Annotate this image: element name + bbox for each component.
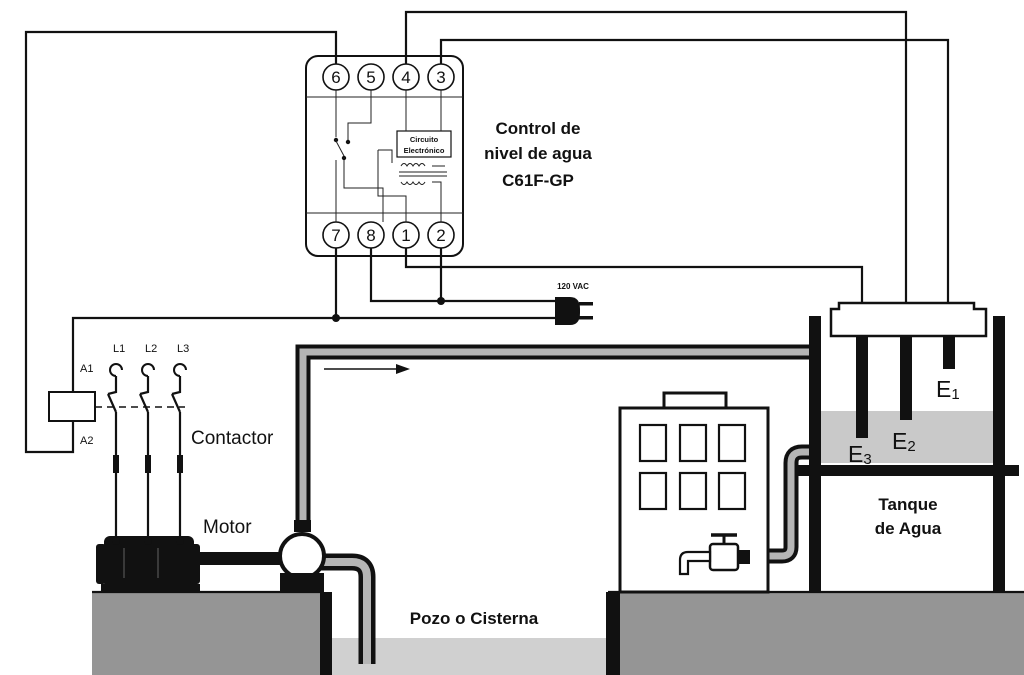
contactor: A1 A2 L1 L2 L3 Contactor xyxy=(48,343,274,548)
wiring xyxy=(24,10,950,454)
svg-text:7: 7 xyxy=(331,226,340,245)
electronic-circuit: Circuito Electrónico xyxy=(377,90,452,222)
wire-3-to-e1 xyxy=(439,38,950,305)
wire-7-to-supply xyxy=(334,248,560,320)
level-controller: 6 5 4 3 7 8 1 2 xyxy=(305,55,464,257)
well-wall-right xyxy=(606,592,620,675)
flow-arrow-icon xyxy=(324,364,410,374)
ground: Pozo o Cisterna xyxy=(92,590,1024,675)
faucet-valve-icon xyxy=(678,533,750,576)
terminal-5[interactable]: 5 xyxy=(357,63,385,91)
terminal-1[interactable]: 1 xyxy=(392,221,420,249)
wire-4-to-e2 xyxy=(404,10,908,305)
electrode-e3-label: E3 xyxy=(848,441,872,468)
svg-text:4: 4 xyxy=(401,68,410,87)
terminal-3[interactable]: 3 xyxy=(427,63,455,91)
phase-l3-contact xyxy=(171,363,187,548)
well-wall-left xyxy=(320,592,332,675)
controller-model: C61F-GP xyxy=(502,171,574,190)
water-tank xyxy=(797,301,1019,592)
phase-l1-contact xyxy=(107,363,123,548)
svg-text:Electrónico: Electrónico xyxy=(404,146,445,155)
controller-title-line2: nivel de agua xyxy=(484,144,592,163)
well-label: Pozo o Cisterna xyxy=(410,609,539,628)
motor-shaft xyxy=(200,552,286,565)
svg-text:5: 5 xyxy=(366,68,375,87)
controller-title-line1: Control de xyxy=(496,119,581,138)
terminal-2[interactable]: 2 xyxy=(427,221,455,249)
wire-1-to-e3 xyxy=(404,248,864,305)
pipes xyxy=(295,344,820,664)
phase-l3-label: L3 xyxy=(177,343,189,355)
svg-text:3: 3 xyxy=(436,68,445,87)
svg-text:1: 1 xyxy=(401,226,410,245)
coil-a2-label: A2 xyxy=(80,435,93,447)
svg-text:8: 8 xyxy=(366,226,375,245)
svg-text:2: 2 xyxy=(436,226,445,245)
contactor-label: Contactor xyxy=(191,428,274,449)
electrode-e2 xyxy=(900,336,912,420)
tank-label-line2: de Agua xyxy=(875,519,942,538)
motor: Motor xyxy=(96,517,286,592)
motor-label: Motor xyxy=(203,517,252,538)
electrode-e1-label: E1 xyxy=(936,376,960,403)
terminal-7[interactable]: 7 xyxy=(322,221,350,249)
wire-8-to-supply xyxy=(369,248,560,303)
terminal-4[interactable]: 4 xyxy=(392,63,420,91)
well-water xyxy=(332,638,610,675)
electrode-e2-label: E2 xyxy=(892,428,916,455)
wire-supply-to-a1 xyxy=(71,316,336,392)
phase-l2-contact xyxy=(139,363,155,548)
relay-contact xyxy=(333,90,384,222)
electrode-e3 xyxy=(856,336,868,438)
electrode-e1 xyxy=(943,336,955,369)
contactor-coil xyxy=(48,391,96,422)
ground-right xyxy=(620,592,1024,675)
svg-text:Circuito: Circuito xyxy=(410,135,439,144)
coil-a1-label: A1 xyxy=(80,363,93,375)
pump xyxy=(278,520,326,592)
terminal-8[interactable]: 8 xyxy=(357,221,385,249)
svg-text:6: 6 xyxy=(331,68,340,87)
phase-l2-label: L2 xyxy=(145,343,157,355)
phase-l1-label: L1 xyxy=(113,343,125,355)
terminal-6[interactable]: 6 xyxy=(322,63,350,91)
power-label: 120 VAC xyxy=(557,282,589,291)
controller-body xyxy=(305,55,464,257)
wire-6-to-a2 xyxy=(24,30,338,454)
ground-left xyxy=(92,592,322,675)
tank-label-line1: Tanque xyxy=(878,495,937,514)
power-plug: 120 VAC xyxy=(555,282,593,325)
